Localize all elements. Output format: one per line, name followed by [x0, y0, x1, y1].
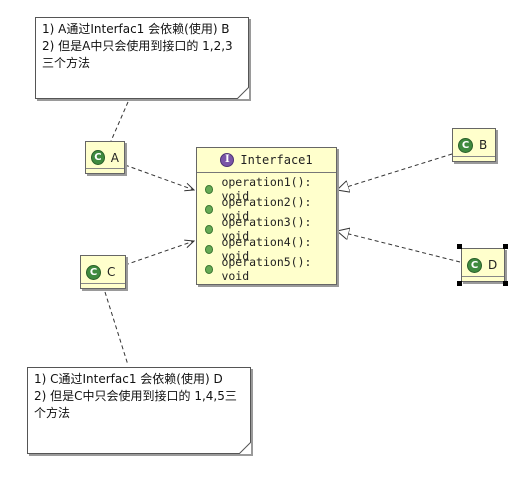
note-c-line-2: 2) 但是C中只会使用到接口的 1,4,5三 [34, 389, 237, 403]
note-fold-icon [237, 87, 249, 99]
class-b[interactable]: C B [452, 128, 496, 162]
realization-d-interface [337, 231, 461, 263]
note-c[interactable]: 1) C通过Interfac1 会依赖(使用) D 2) 但是C中只会使用到接口… [27, 367, 251, 454]
operations-list: operation1(): void operation2(): void op… [197, 173, 336, 283]
note-c-line-3: 个方法 [34, 406, 71, 420]
operation-label: operation5(): void [221, 255, 312, 283]
note-a-line-1: 1) A通过Interfac1 会依赖(使用) B [42, 22, 230, 36]
public-method-icon [205, 204, 214, 214]
public-method-icon [205, 184, 214, 194]
class-a[interactable]: C A [85, 141, 125, 174]
note-fold-icon [239, 442, 251, 454]
note-c-anchor [104, 291, 129, 366]
class-icon: C [458, 137, 473, 153]
interface-box[interactable]: I Interface1 operation1(): void operatio… [196, 147, 337, 285]
note-a-line-2: 2) 但是A中只会使用到接口的 1,2,3 [42, 39, 233, 53]
class-divider [86, 168, 124, 169]
dependency-c-interface [124, 241, 194, 266]
operation-label: operation2(): void [221, 195, 312, 223]
class-b-label: B [479, 138, 488, 152]
operation-item[interactable]: operation3(): void [197, 215, 336, 243]
class-divider [81, 283, 125, 284]
operation-item[interactable]: operation1(): void [197, 175, 336, 203]
operation-item[interactable]: operation5(): void [197, 255, 336, 283]
operation-label: operation4(): void [221, 235, 312, 263]
selection-handle[interactable] [457, 244, 462, 249]
dependency-a-interface [124, 164, 194, 190]
interface-icon: I [220, 153, 235, 167]
class-d[interactable]: C D [461, 248, 505, 282]
interface-header: I Interface1 [197, 148, 336, 173]
class-icon: C [91, 150, 105, 165]
note-c-line-1: 1) C通过Interfac1 会依赖(使用) D [34, 372, 223, 386]
realization-b-interface [337, 153, 453, 190]
class-d-label: D [488, 258, 498, 272]
public-method-icon [205, 224, 214, 234]
public-method-icon [205, 264, 214, 274]
operation-label: operation1(): void [221, 175, 312, 203]
class-icon: C [467, 257, 482, 273]
note-a-anchor [110, 101, 129, 142]
operation-label: operation3(): void [221, 215, 312, 243]
class-divider [453, 156, 495, 157]
interface-name: Interface1 [240, 153, 313, 167]
class-c-label: C [107, 265, 116, 279]
selection-handle[interactable] [503, 281, 508, 286]
class-divider [462, 276, 504, 277]
selection-handle[interactable] [457, 281, 462, 286]
class-a-label: A [110, 150, 119, 165]
public-method-icon [205, 244, 214, 254]
class-icon: C [86, 264, 101, 280]
operation-item[interactable]: operation4(): void [197, 235, 336, 263]
selection-handle[interactable] [503, 244, 508, 249]
class-c[interactable]: C C [80, 255, 126, 289]
operation-item[interactable]: operation2(): void [197, 195, 336, 223]
note-a[interactable]: 1) A通过Interfac1 会依赖(使用) B 2) 但是A中只会使用到接口… [35, 17, 249, 99]
note-a-line-3: 三个方法 [42, 56, 91, 70]
